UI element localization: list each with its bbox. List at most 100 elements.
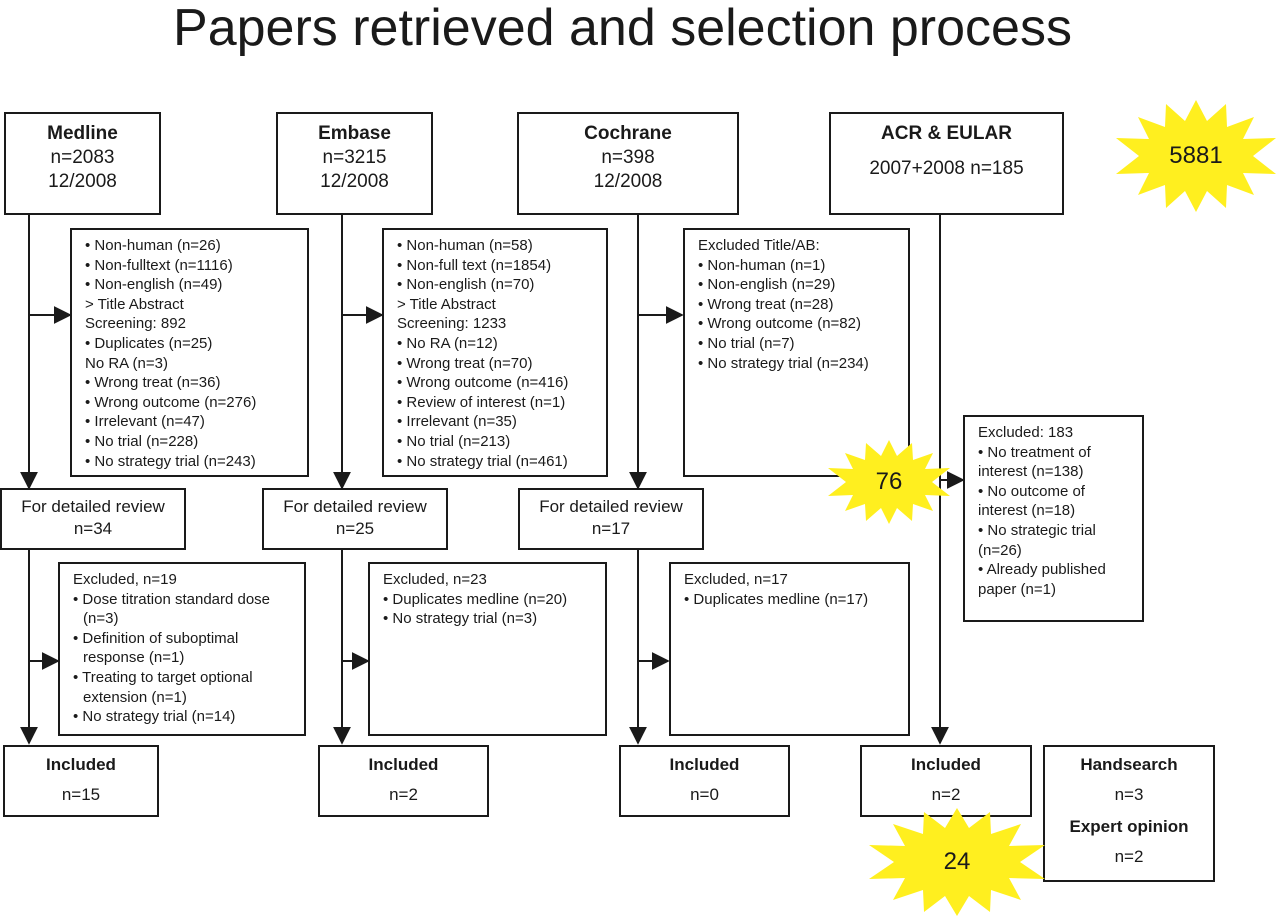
exclusion-line: • Already published [978, 561, 1106, 579]
review-count: n=34 [73, 519, 113, 538]
included-count: n=2 [931, 785, 961, 804]
exclusion-line: • Definition of suboptimal [73, 629, 239, 647]
review-count: n=25 [335, 519, 375, 538]
exclusion-line: • No outcome of [978, 482, 1085, 500]
expert-opinion-label: Expert opinion [1069, 817, 1189, 836]
exclusion-line: Excluded, n=19 [73, 571, 177, 588]
starburst-icon [1116, 100, 1276, 212]
source-count: n=3215 [322, 147, 387, 168]
exclusion-line: > Title Abstract [397, 295, 496, 313]
exclusion-line: paper (n=1) [978, 580, 1056, 598]
exclusion-line: • Duplicates medline (n=17) [684, 590, 869, 608]
exclusion-line: • Non-english (n=29) [698, 276, 836, 294]
review-label: For detailed review [21, 497, 165, 516]
exclusion-line: Screening: 892 [85, 315, 186, 333]
review-label: For detailed review [539, 497, 683, 516]
exclusion-line: • No treatment of [978, 443, 1091, 461]
exclusion-line: • Wrong treat (n=70) [397, 354, 533, 372]
included-box-cochrane: Included n=0 [619, 745, 790, 817]
final-badge-value: 24 [943, 848, 971, 875]
exclusion-line: (n=3) [83, 610, 119, 628]
included-label: Included [911, 755, 981, 774]
exclusion-line: • Non-full text (n=1854) [397, 256, 552, 274]
exclusion-line: • Duplicates (n=25) [85, 334, 213, 352]
exclusion-line: • Irrelevant (n=47) [85, 413, 205, 431]
exclusion-line: • No strategic trial [978, 521, 1096, 539]
exclusion-line: • Dose titration standard dose [73, 590, 271, 608]
included-label: Included [368, 755, 439, 774]
exclusion-box-cochrane: Excluded Title/AB: • Non-human (n=1) • N… [683, 228, 910, 477]
handsearch-label: Handsearch [1080, 755, 1178, 774]
expert-opinion-count: n=2 [1114, 847, 1144, 866]
final-badge: 24 [865, 808, 1049, 916]
exclusion-line: No RA (n=3) [85, 354, 168, 372]
included-count: n=2 [389, 785, 418, 804]
source-date: 12/2008 [48, 171, 117, 192]
exclusion-line: • Treating to target optional [73, 668, 253, 686]
exclusion-line: • No strategy trial (n=14) [73, 708, 236, 726]
included-box-medline: Included n=15 [3, 745, 159, 817]
exclusion-line: • Irrelevant (n=35) [397, 413, 517, 431]
included-label: Included [669, 755, 740, 774]
exclusion-box-medline: • Non-human (n=26) • Non-fulltext (n=111… [70, 228, 309, 477]
review-exclusion-box-cochrane: Excluded, n=17 • Duplicates medline (n=1… [669, 562, 910, 736]
exclusion-box-embase: • Non-human (n=58) • Non-full text (n=18… [382, 228, 608, 477]
starburst-icon [828, 440, 950, 524]
review-box-embase: For detailed review n=25 [262, 488, 448, 550]
source-date: 12/2008 [320, 171, 389, 192]
exclusion-line: Excluded: 183 [978, 424, 1074, 441]
source-box-medline: Medline n=2083 12/2008 [4, 112, 161, 215]
exclusion-line: Excluded Title/AB: [698, 237, 820, 254]
exclusion-line: • Wrong treat (n=28) [698, 295, 834, 313]
exclusion-box-acr-eular: Excluded: 183 • No treatment of interest… [963, 415, 1144, 622]
source-box-cochrane: Cochrane n=398 12/2008 [517, 112, 739, 215]
source-count: n=398 [601, 147, 655, 168]
included-count: n=15 [61, 785, 101, 804]
total-badge: 5881 [1112, 100, 1280, 212]
included-label: Included [46, 755, 116, 774]
acr-badge: 76 [825, 440, 953, 524]
starburst-icon [869, 808, 1045, 916]
source-name: Cochrane [584, 123, 672, 144]
exclusion-line: Screening: 1233 [397, 315, 507, 333]
exclusion-line: • Duplicates medline (n=20) [383, 590, 568, 608]
exclusion-line: • Non-english (n=70) [397, 276, 535, 294]
source-box-embase: Embase n=3215 12/2008 [276, 112, 433, 215]
acr-badge-value: 76 [875, 468, 903, 495]
included-box-acr-eular: Included n=2 [860, 745, 1032, 817]
source-count: n=2083 [50, 147, 115, 168]
exclusion-line: extension (n=1) [83, 688, 187, 706]
exclusion-line: • Wrong treat (n=36) [85, 374, 221, 392]
exclusion-line: • Non-fulltext (n=1116) [85, 256, 233, 274]
review-exclusion-box-medline: Excluded, n=19 • Dose titration standard… [58, 562, 306, 736]
exclusion-line: > Title Abstract [85, 295, 184, 313]
page-title: Papers retrieved and selection process [173, 0, 1072, 57]
included-box-embase: Included n=2 [318, 745, 489, 817]
exclusion-line: • Non-human (n=26) [85, 237, 221, 254]
total-badge-value: 5881 [1169, 142, 1223, 169]
exclusion-line: • No RA (n=12) [397, 334, 498, 352]
review-count: n=17 [591, 519, 631, 538]
exclusion-line: • Non-human (n=58) [397, 237, 533, 254]
exclusion-line: • No trial (n=228) [85, 432, 199, 450]
exclusion-line: • Review of interest (n=1) [397, 393, 566, 411]
exclusion-line: • No strategy trial (n=234) [698, 354, 869, 372]
exclusion-line: Excluded, n=23 [383, 571, 487, 588]
exclusion-line: • No trial (n=7) [698, 334, 795, 352]
source-name: Medline [47, 123, 118, 144]
exclusion-line: interest (n=138) [978, 463, 1084, 481]
exclusion-line: response (n=1) [83, 649, 185, 667]
review-box-cochrane: For detailed review n=17 [518, 488, 704, 550]
handsearch-count: n=3 [1114, 785, 1144, 804]
exclusion-line: • No trial (n=213) [397, 432, 511, 450]
source-box-acr-eular: ACR & EULAR 2007+2008 n=185 [829, 112, 1064, 215]
exclusion-line: • No strategy trial (n=461) [397, 452, 568, 470]
exclusion-line: • Wrong outcome (n=82) [698, 315, 861, 333]
handsearch-box: Handsearch n=3 Expert opinion n=2 [1043, 745, 1215, 882]
exclusion-line: • Wrong outcome (n=416) [397, 374, 569, 392]
exclusion-line: Excluded, n=17 [684, 571, 788, 588]
review-box-medline: For detailed review n=34 [0, 488, 186, 550]
review-label: For detailed review [283, 497, 427, 516]
exclusion-line: • Non-human (n=1) [698, 256, 826, 274]
